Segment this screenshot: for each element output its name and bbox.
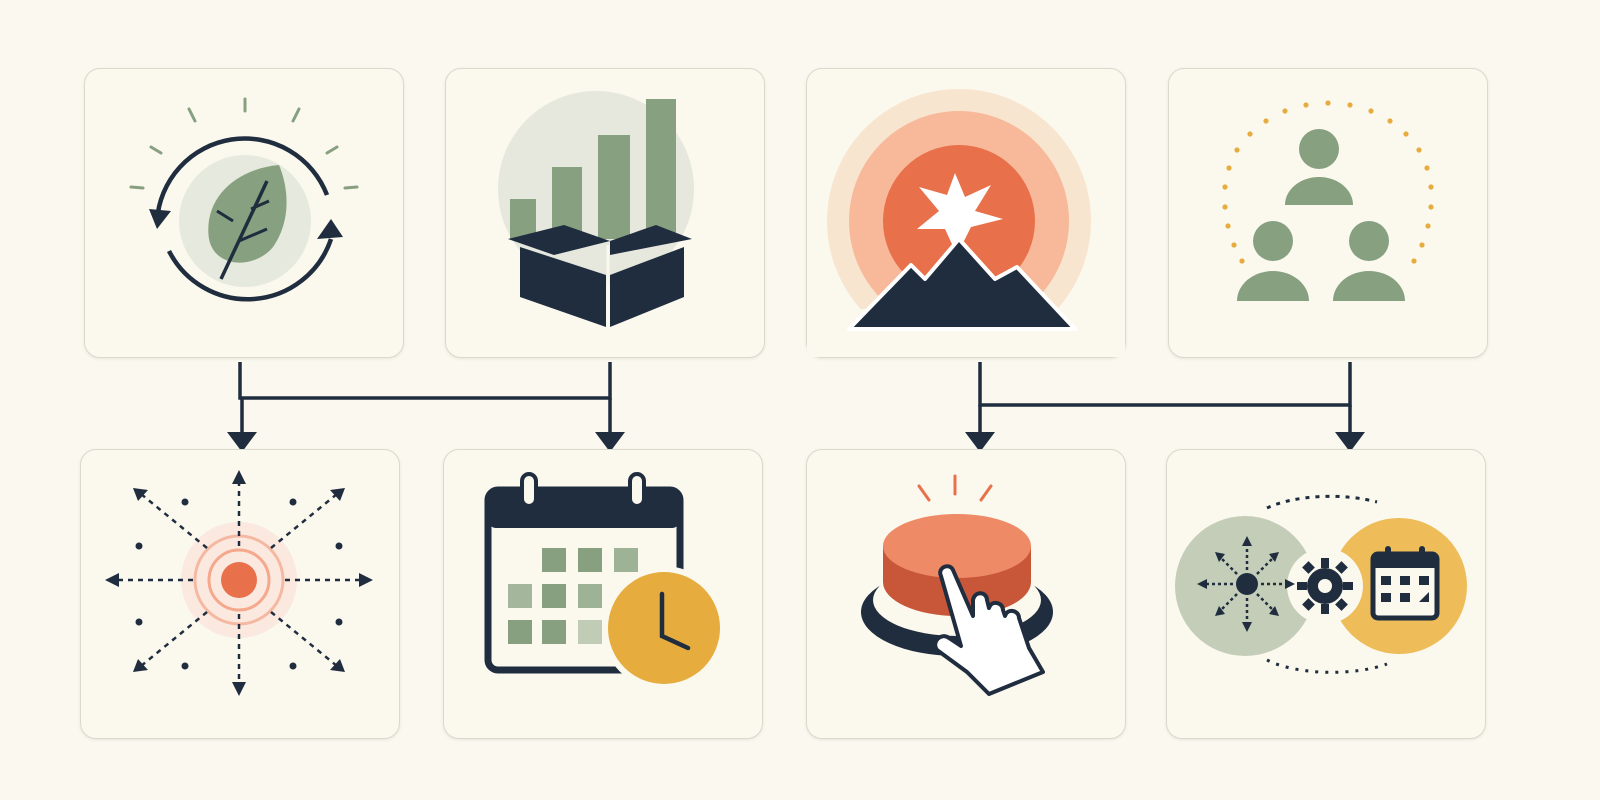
card-automation [1166, 449, 1486, 739]
card-team [1168, 68, 1488, 358]
card-peak [806, 68, 1126, 358]
push-button-icon [861, 474, 1053, 696]
team-network-icon [1222, 100, 1434, 301]
box-growth-chart-icon [498, 91, 694, 327]
arrowhead-right-2 [1335, 432, 1365, 452]
card-growth [445, 68, 765, 358]
arrowhead-left-2 [595, 432, 625, 452]
connector-right-group [978, 362, 1352, 432]
gear-calendar-cycle-icon [1175, 494, 1467, 674]
card-schedule [443, 449, 763, 739]
connector-left-group [238, 362, 612, 432]
card-action [806, 449, 1126, 739]
radiating-target-icon [105, 470, 373, 696]
arrowhead-left-1 [227, 432, 257, 452]
calendar-clock-icon [484, 472, 726, 690]
mountain-sunrise-icon [807, 89, 1125, 357]
card-expansion [80, 449, 400, 739]
dotted-circle-dots [1222, 100, 1434, 264]
card-renewal [84, 68, 404, 358]
arrowhead-right-1 [965, 432, 995, 452]
leaf-cycle-icon [129, 97, 359, 302]
